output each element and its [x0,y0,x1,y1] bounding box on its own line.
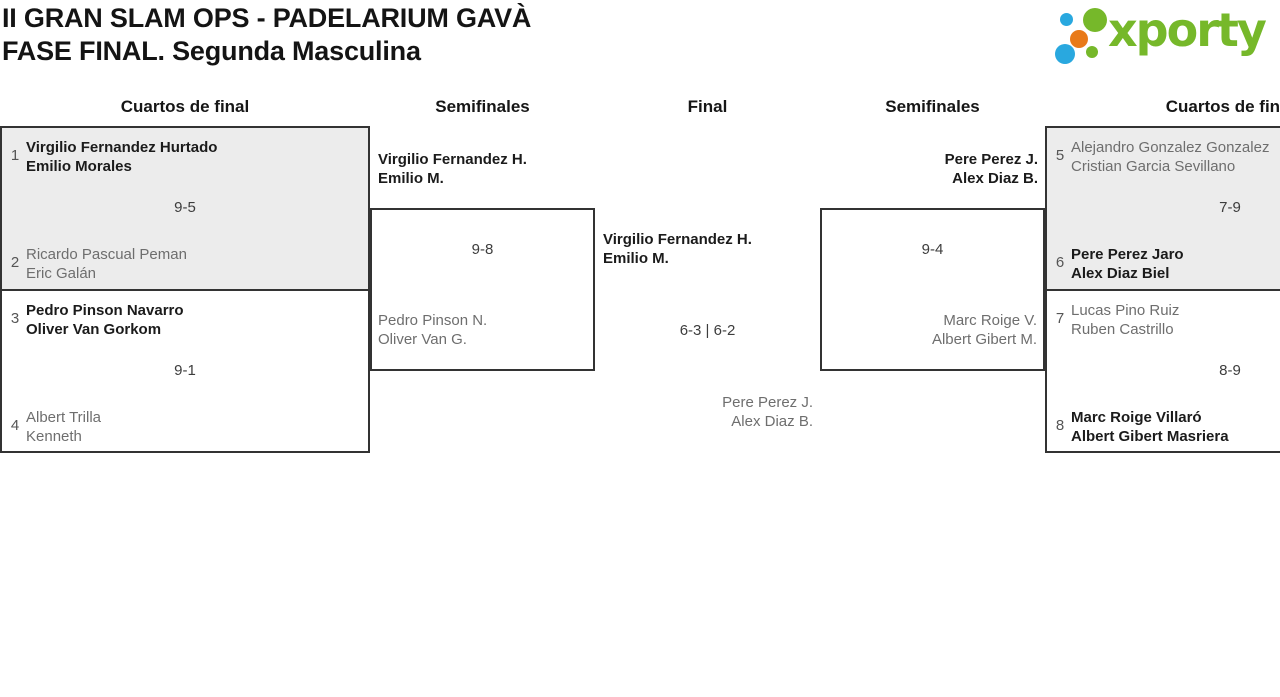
player-name: Virgilio Fernandez H. [603,231,752,248]
player-name: Lucas Pino Ruiz [1071,302,1180,319]
player-name: Alex Diaz B. [952,170,1038,187]
match-sf-right: 9-4 Marc Roige V. Albert Gibert M. [820,208,1045,371]
column-header-quarterfinals-right: Cuartos de final [1165,97,1280,116]
final-score: 6-3 | 6-2 [679,322,736,339]
player-name: Oliver Van Gorkom [26,321,162,338]
seed-number: 1 [10,147,20,164]
seed-number: 4 [10,417,20,434]
player-name: Ricardo Pascual Peman [26,246,187,263]
match-qf1: 1 Virgilio Fernandez Hurtado Emilio Mora… [2,128,368,291]
player-name: Emilio M. [603,250,669,267]
semifinal-left-winner: Virgilio Fernandez H. Emilio M. [378,150,527,188]
logo-dot-blue-small-icon [1060,13,1073,26]
column-header-final: Final [687,97,728,116]
semifinal-right-loser: Marc Roige V. Albert Gibert M. [932,311,1037,349]
player-name: Pere Perez J. [722,394,813,411]
logo-dot-green-small-icon [1086,46,1098,58]
logo-dot-blue-large-icon [1055,44,1075,64]
match-score: 8-9 [1219,362,1241,379]
semifinal-left-loser: Pedro Pinson N. Oliver Van G. [378,311,487,349]
player-name: Albert Trilla [26,409,102,426]
player-name: Marc Roige V. [943,312,1037,329]
match-score: 9-8 [471,241,494,258]
match-qf2: 3 Pedro Pinson Navarro Oliver Van Gorkom… [2,291,368,451]
semifinal-right-winner: Pere Perez J. Alex Diaz B. [820,150,1038,188]
player-name: Pedro Pinson N. [378,312,488,329]
player-name: Alejandro Gonzalez Gonzalez [1071,139,1270,156]
player-name: Alex Diaz Biel [1071,265,1170,282]
player-name: Pere Perez J. [944,151,1038,168]
match-score: 9-1 [174,362,196,379]
quarterfinals-right-group: 5 Alejandro Gonzalez Gonzalez Cristian G… [1045,126,1280,453]
player-name: Marc Roige Villaró [1071,409,1202,426]
seed-number: 3 [10,310,20,327]
match-score: 9-4 [921,241,944,258]
column-header-quarterfinals-left: Cuartos de final [120,97,250,116]
team-names: Ricardo Pascual Peman Eric Galán [26,245,187,283]
match-qf3: 5 Alejandro Gonzalez Gonzalez Cristian G… [1047,128,1280,291]
player-name: Emilio Morales [26,158,132,175]
seed-number: 7 [1055,310,1065,327]
column-header-semifinals-left: Semifinales [435,97,530,116]
team-names: Virgilio Fernandez Hurtado Emilio Morale… [26,138,217,176]
match-sf-left: 9-8 Pedro Pinson N. Oliver Van G. [370,208,595,371]
logo-dot-orange-icon [1070,30,1088,48]
tournament-subtitle: FASE FINAL. Segunda Masculina [2,36,421,66]
team-names: Alejandro Gonzalez Gonzalez Cristian Gar… [1071,138,1269,176]
team-names: Pere Perez Jaro Alex Diaz Biel [1071,245,1184,283]
player-name: Oliver Van G. [378,331,467,348]
seed-number: 2 [10,254,20,271]
xporty-logo[interactable] [1048,0,1280,72]
player-name: Ruben Castrillo [1071,321,1174,338]
player-name: Albert Gibert Masriera [1071,428,1229,445]
player-name: Pere Perez Jaro [1071,246,1184,263]
seed-number: 6 [1055,254,1065,271]
quarterfinals-left-group: 1 Virgilio Fernandez Hurtado Emilio Mora… [0,126,370,453]
player-name: Virgilio Fernandez Hurtado [26,139,218,156]
player-name: Pedro Pinson Navarro [26,302,184,319]
player-name: Albert Gibert M. [931,331,1037,348]
seed-number: 5 [1055,147,1065,164]
column-header-semifinals-right: Semifinales [885,97,980,116]
player-name: Cristian Garcia Sevillano [1071,158,1236,175]
team-names: Marc Roige Villaró Albert Gibert Masrier… [1071,408,1229,446]
player-name: Alex Diaz B. [731,413,813,430]
team-names: Lucas Pino Ruiz Ruben Castrillo [1071,301,1179,339]
tournament-title: II GRAN SLAM OPS - PADELARIUM GAVÀ [2,3,532,33]
player-name: Eric Galán [26,265,97,282]
player-name: Emilio M. [378,170,444,187]
match-score: 9-5 [174,199,196,216]
seed-number: 8 [1055,417,1065,434]
logo-wordmark[interactable]: xporty [1108,3,1267,57]
final-loser: Pere Perez J. Alex Diaz B. [595,393,813,431]
final-winner: Virgilio Fernandez H. Emilio M. [603,230,752,268]
player-name: Kenneth [26,428,82,445]
team-names: Pedro Pinson Navarro Oliver Van Gorkom [26,301,184,339]
player-name: Virgilio Fernandez H. [378,151,527,168]
match-qf4: 7 Lucas Pino Ruiz Ruben Castrillo 8-9 Ma… [1047,291,1280,451]
match-score: 7-9 [1219,199,1241,216]
team-names: Albert Trilla Kenneth [26,408,101,446]
logo-dot-green-large-icon [1083,8,1107,32]
